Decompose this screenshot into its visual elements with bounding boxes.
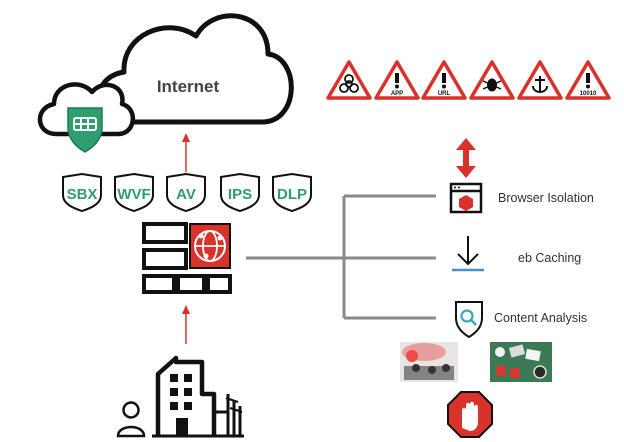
internet-cloud: Internet (96, 13, 294, 125)
threat-label: APP (391, 91, 403, 97)
capability-web-caching: eb Caching (452, 236, 581, 272)
casino-photo (490, 342, 552, 382)
firewall-icon (142, 222, 232, 294)
connector-lines (246, 194, 436, 320)
protest-photo (400, 342, 458, 382)
threat-label: URL (438, 91, 451, 97)
threat-icons: APP URL 10010 (326, 60, 611, 100)
biohazard-icon (326, 60, 372, 100)
shield-outline-icon (114, 172, 154, 213)
capability-label: Browser Isolation (498, 191, 594, 205)
magnifier-shield-icon (455, 301, 483, 339)
browser-window-icon (449, 182, 483, 214)
service-label: SBX (67, 186, 98, 203)
security-services: SBX WVF AV IPS DLP (62, 172, 312, 213)
shield-av: AV (166, 172, 206, 213)
shield-outline-icon (166, 172, 206, 213)
binary-warning-icon: 10010 (565, 60, 611, 100)
user-to-firewall-arrow (182, 305, 190, 344)
stop-hand-icon (447, 391, 493, 438)
cloud-label: Internet (157, 77, 220, 96)
app-warning-icon: APP (374, 60, 420, 100)
download-arrow-icon (452, 236, 484, 272)
shield-outline-icon (272, 172, 312, 213)
service-label: AV (176, 186, 196, 203)
shield-outline-icon (62, 172, 102, 213)
security-cloud-icon (37, 82, 135, 153)
shield-sbx: SBX (62, 172, 102, 213)
capability-content-analysis: Content Analysis (455, 301, 587, 339)
building-icon (152, 355, 244, 438)
globe-network-icon (194, 230, 226, 262)
service-label: WVF (117, 186, 150, 203)
capability-label: eb Caching (518, 251, 581, 265)
bidirectional-arrow-icon (456, 138, 476, 178)
threat-label: 10010 (580, 91, 597, 97)
url-warning-icon: URL (421, 60, 467, 100)
user-icon (116, 401, 146, 438)
shield-ips: IPS (220, 172, 260, 213)
capability-browser-isolation: Browser Isolation (449, 182, 594, 214)
upstream-arrow (182, 133, 190, 172)
service-label: IPS (228, 186, 252, 203)
shield-dlp: DLP (272, 172, 312, 213)
capability-label: Content Analysis (494, 311, 587, 325)
shield-outline-icon (220, 172, 260, 213)
service-label: DLP (277, 186, 307, 203)
shield-wvf: WVF (114, 172, 154, 213)
anchor-warning-icon (517, 60, 563, 100)
bug-warning-icon (469, 60, 515, 100)
